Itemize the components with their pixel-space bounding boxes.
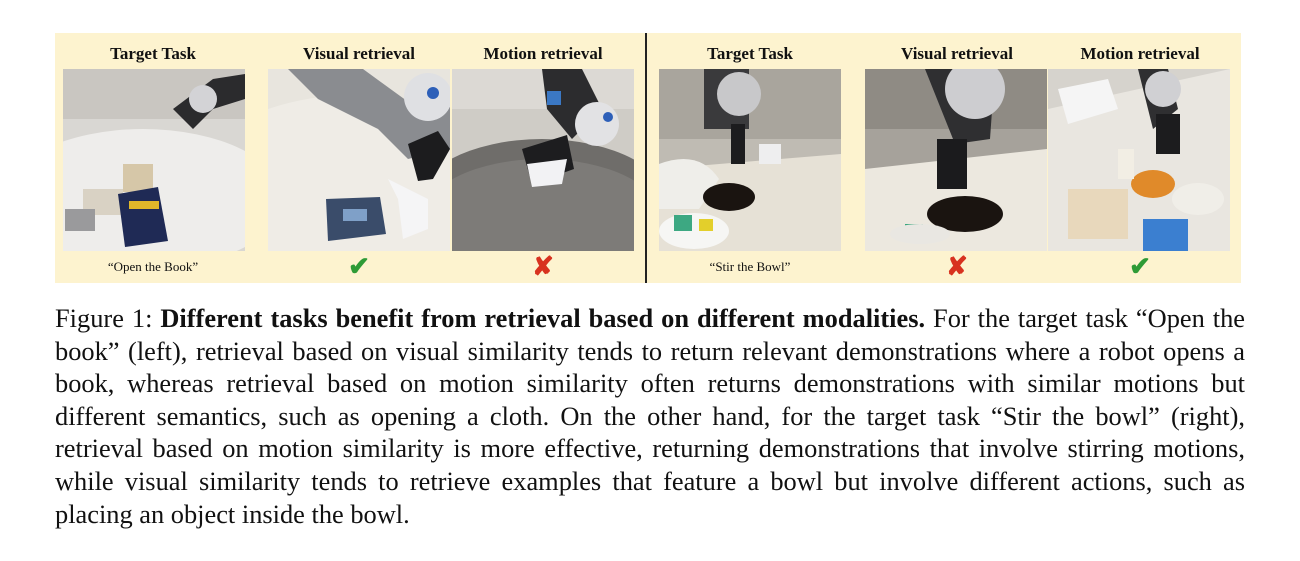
photo-open-book-motion-retrieval [452, 69, 634, 251]
right-motion-retrieval-check-icon: ✔ [1129, 252, 1151, 281]
right-visual-retrieval-title: Visual retrieval [901, 44, 1013, 63]
left-target-task-label: “Open the Book” [107, 259, 199, 274]
caption-body: For the target task “Open the book” (lef… [55, 303, 1246, 529]
figure-caption: Figure 1: Different tasks benefit from r… [55, 302, 1245, 530]
caption-bold-lead: Different tasks benefit from retrieval b… [160, 303, 926, 333]
photo-stir-bowl-target [659, 69, 841, 251]
photo-stir-bowl-motion-retrieval [1048, 69, 1230, 251]
panel-divider [645, 33, 647, 283]
left-visual-retrieval-title: Visual retrieval [303, 44, 415, 63]
left-motion-retrieval-cross-icon: ✘ [532, 252, 554, 281]
photo-open-book-target [63, 69, 245, 251]
left-visual-retrieval-check-icon: ✔ [348, 252, 370, 281]
caption-label: Figure 1: [55, 303, 161, 333]
left-motion-retrieval-title: Motion retrieval [483, 44, 603, 63]
right-target-task-label: “Stir the Bowl” [709, 259, 791, 274]
left-target-task-title: Target Task [110, 44, 196, 63]
photo-open-book-visual-retrieval [268, 69, 450, 251]
right-target-task-title: Target Task [707, 44, 793, 63]
right-motion-retrieval-title: Motion retrieval [1080, 44, 1200, 63]
photo-stir-bowl-visual-retrieval [865, 69, 1047, 251]
figure-panel: Target Task Visual retrieval Motion retr… [55, 33, 1241, 283]
right-visual-retrieval-cross-icon: ✘ [946, 252, 968, 281]
